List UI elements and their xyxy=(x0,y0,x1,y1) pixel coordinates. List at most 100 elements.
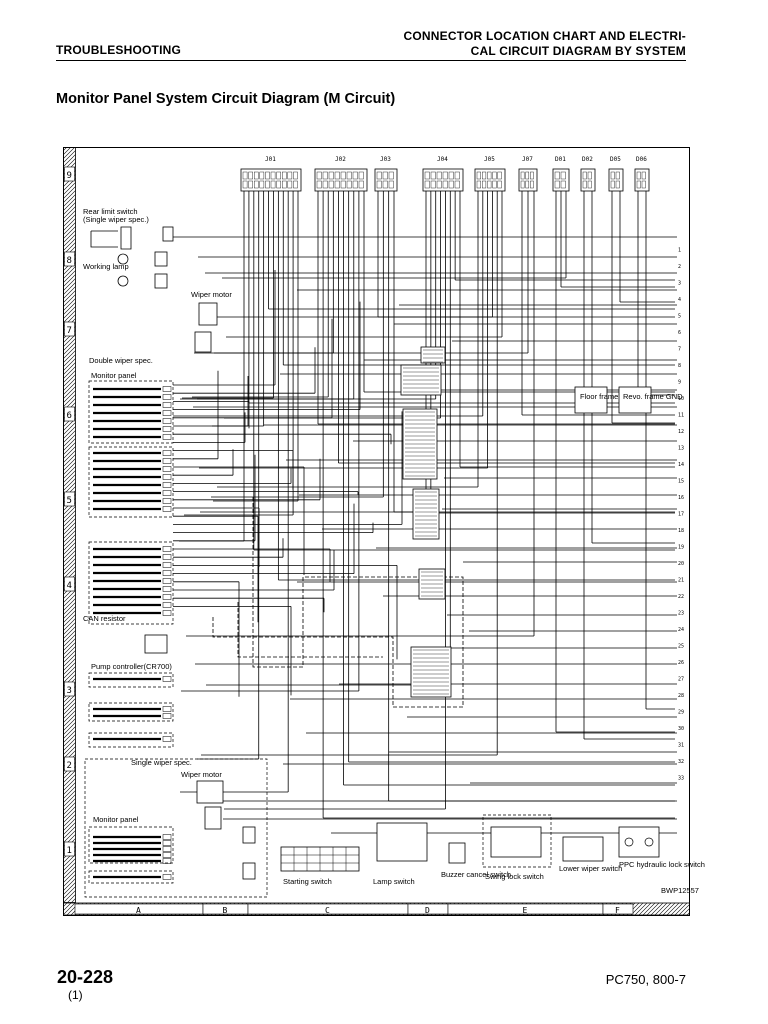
p03-block xyxy=(88,826,174,864)
connector-pin xyxy=(281,171,287,180)
connector-pin xyxy=(340,171,346,180)
revo-frame-gnd-box xyxy=(618,386,652,414)
connector-pin xyxy=(248,171,253,180)
panel-row-pin xyxy=(162,482,172,488)
terminal-number: 3 xyxy=(678,281,681,287)
connector-pin xyxy=(525,180,530,189)
terminal-number: 16 xyxy=(678,495,684,501)
connector-pin xyxy=(448,171,454,180)
terminal-number: 14 xyxy=(678,462,684,468)
connector-block xyxy=(420,346,446,364)
connector-pin xyxy=(388,180,394,189)
starting-switch-label: Starting switch xyxy=(283,877,332,886)
monitor-panel-label: Monitor panel xyxy=(91,371,137,380)
connector-pin xyxy=(641,180,646,189)
pump-ctrl-block-2 xyxy=(88,702,174,722)
connector-pin xyxy=(424,171,430,180)
revo-frame-gnd-text: Revo. frame GND xyxy=(623,392,683,401)
m10-connector xyxy=(242,826,256,844)
terminal-number: 12 xyxy=(678,429,684,435)
vzone-cell xyxy=(64,321,75,337)
terminal-number: 31 xyxy=(678,743,684,749)
rear-limit-switch-symbol xyxy=(90,226,132,250)
connector-pin xyxy=(615,171,620,180)
floor-frame-gnd-label: Floor frame GND xyxy=(580,392,638,401)
connector-body xyxy=(422,168,464,192)
single-wiper-spec-title: Single wiper spec. xyxy=(131,758,192,767)
hzone-label: C xyxy=(325,906,330,915)
connector-pin xyxy=(334,180,340,189)
connector-pin xyxy=(520,171,525,180)
panel-row-pin xyxy=(162,586,172,592)
wiper-motor-label-2: Wiper motor xyxy=(181,770,222,779)
terminal-number: 2 xyxy=(678,264,681,270)
panel-row-pin xyxy=(162,846,172,852)
can-resistor-text: CAN resistor xyxy=(83,614,126,623)
panel-row-pin xyxy=(162,840,172,846)
swing-lock-switch-label: Swing lock switch xyxy=(485,872,544,881)
single-wiper-spec-box xyxy=(84,758,268,898)
connector-id: J01 xyxy=(265,156,276,163)
lower-wiper-switch-box xyxy=(562,836,604,862)
terminal-number: 18 xyxy=(678,528,684,534)
middle-connector-blocks xyxy=(400,346,452,698)
panel-row-pin xyxy=(162,546,172,552)
working-lamp-text: Working lamp xyxy=(83,262,129,271)
terminal-number: 15 xyxy=(678,479,684,485)
panel-row-pin xyxy=(162,450,172,456)
panel-row-pin xyxy=(162,410,172,416)
terminal-number: 10 xyxy=(678,396,684,402)
connector-id: J03 xyxy=(380,156,391,163)
vzone-cell xyxy=(64,406,75,422)
connector-pin xyxy=(610,180,615,189)
connector-block xyxy=(410,646,452,698)
connector-pin xyxy=(259,180,265,189)
connector-pin xyxy=(424,180,430,189)
panel-row-pin xyxy=(162,474,172,480)
connector-pin xyxy=(265,171,270,180)
connector-id: J02 xyxy=(335,156,346,163)
monitor-panel-label-2: Monitor panel xyxy=(93,815,139,824)
connector-pin xyxy=(253,180,259,189)
terminal-number: 29 xyxy=(678,710,684,716)
connector-pin xyxy=(293,171,298,180)
chapter-title: CONNECTOR LOCATION CHART AND ELECTRI- CA… xyxy=(404,29,687,59)
terminal-number: 20 xyxy=(678,561,684,567)
pump-controller-label: Pump controller(CR700) xyxy=(91,662,172,671)
hzone-cell xyxy=(602,903,634,915)
section-title: TROUBLESHOOTING xyxy=(56,43,181,57)
connector-pin xyxy=(382,171,388,180)
ppc-lock-switch-box xyxy=(618,826,660,858)
panel-row-pin xyxy=(162,562,172,568)
connector-pin xyxy=(487,171,492,180)
panel-row-pin xyxy=(162,418,172,424)
monitor-panel-rows xyxy=(93,386,172,880)
lamp-icon xyxy=(117,253,129,265)
model-number: PC750, 800-7 xyxy=(605,972,686,987)
page-number: 20-228 xyxy=(57,967,114,987)
connector-id: D01 xyxy=(555,156,566,163)
connector-pin xyxy=(276,171,281,180)
terminal-number: 28 xyxy=(678,693,684,699)
connector-pin xyxy=(442,180,448,189)
working-lamp-label: Working lamp xyxy=(83,262,129,271)
connector-pin xyxy=(482,171,487,180)
m11-connector xyxy=(242,862,256,880)
connector-pin xyxy=(436,171,442,180)
connector-pin xyxy=(281,180,287,189)
m40-connector xyxy=(154,251,168,267)
m41-connector xyxy=(154,273,168,289)
vzone-label: 9 xyxy=(67,171,72,181)
terminal-number: 11 xyxy=(678,413,684,419)
floor-frame-gnd-box xyxy=(574,386,608,414)
panel-row-pin xyxy=(162,676,172,682)
panel-row-pin xyxy=(162,394,172,400)
vzone-label: 7 xyxy=(67,326,72,336)
terminal-number: 33 xyxy=(678,776,684,782)
connector-pin xyxy=(520,180,525,189)
connector-pin xyxy=(636,171,641,180)
wiper-motor-box xyxy=(198,302,218,326)
panel-row-pin xyxy=(162,736,172,742)
